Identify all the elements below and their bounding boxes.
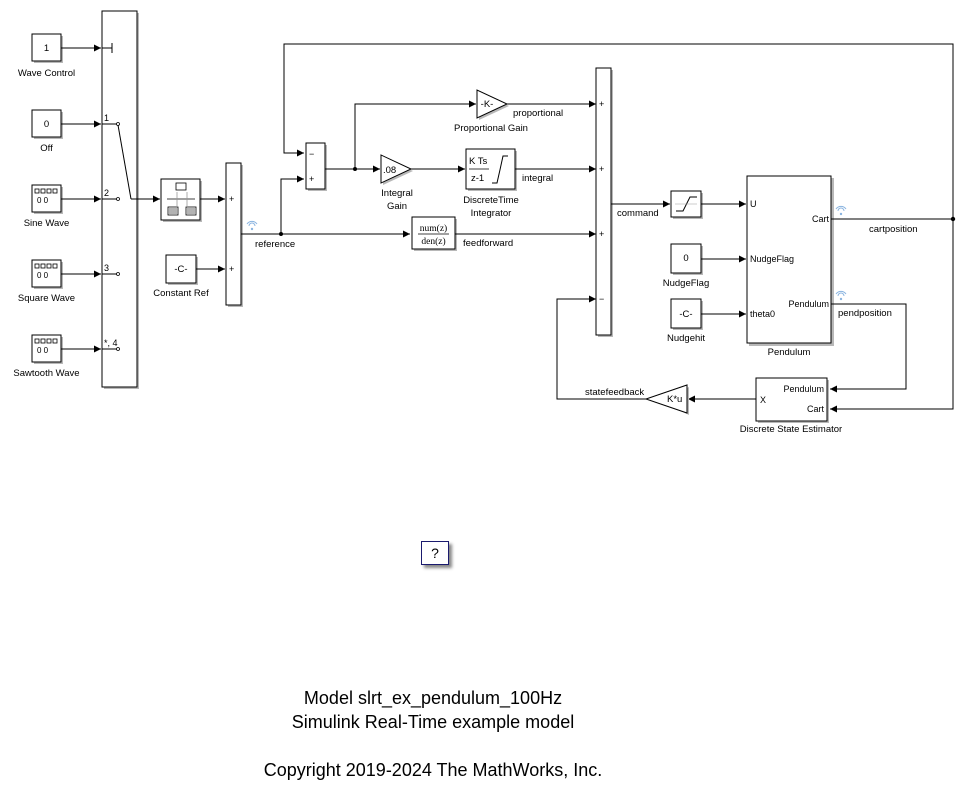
waveform-generator-icon: 0 0 <box>34 338 58 355</box>
model-name-annotation: Model slrt_ex_pendulum_100Hz <box>303 688 563 708</box>
sum-command-sign-2: + <box>599 164 604 174</box>
sum-error-sign-2: + <box>309 174 314 184</box>
integrator-label-2: Integrator <box>471 208 512 219</box>
pendulum-input-theta0: theta0 <box>750 309 775 319</box>
transfer-fcn-block[interactable]: num(z) den(z) <box>411 216 457 251</box>
error-wire <box>325 100 476 173</box>
discrete-integrator-block[interactable]: K Ts z-1 DiscreteTime Integrator <box>463 148 519 219</box>
state-estimator-label: Discrete State Estimator <box>740 424 842 435</box>
wave-control-block[interactable]: 1 Wave Control <box>18 33 75 79</box>
switch-port-1: 1 <box>104 113 109 123</box>
pendulum-label: Pendulum <box>768 347 811 358</box>
cartposition-wire <box>830 216 956 413</box>
model-description-annotation: Simulink Real-Time example model <box>291 712 575 732</box>
proportional-gain-block[interactable]: -K- Proportional Gain <box>454 89 528 134</box>
waveform-generator-icon: 0 0 <box>34 263 58 280</box>
sum-ref-sign-1: + <box>229 194 234 204</box>
sine-wave-block[interactable]: 0 0 Sine Wave <box>24 184 70 229</box>
copyright-annotation: Copyright 2019-2024 The MathWorks, Inc. <box>263 760 603 780</box>
integral-symbol-icon <box>492 155 508 184</box>
sum-command-block[interactable]: + + + − <box>595 67 613 337</box>
rate-transition-icon <box>167 182 197 216</box>
pendposition-signal-label: pendposition <box>838 308 892 319</box>
switch-port-2: 2 <box>104 188 109 198</box>
wave-control-value: 1 <box>44 43 49 54</box>
pendposition-wire <box>830 303 907 393</box>
nudgehit-label: Nudgehit <box>667 333 705 344</box>
sum-command-sign-1: + <box>599 99 604 109</box>
sum-ref-sign-2: + <box>229 264 234 274</box>
integrator-label-1: DiscreteTime <box>463 195 519 206</box>
nudgehit-block[interactable]: -C- Nudgehit <box>667 298 705 344</box>
rate-transition-block[interactable] <box>160 178 202 222</box>
waveform-generator-icon: 0 0 <box>34 188 58 205</box>
nudge-flag-block[interactable]: 0 NudgeFlag <box>663 243 709 289</box>
command-signal-label: command <box>617 208 659 219</box>
svg-text:0 0: 0 0 <box>37 346 49 355</box>
reference-wire <box>241 175 410 238</box>
transfer-fcn-denominator: den(z) <box>421 236 445 247</box>
integrator-numerator: K Ts <box>469 156 488 167</box>
svg-text:0 0: 0 0 <box>37 196 49 205</box>
feedforward-signal-label: feedforward <box>463 238 513 249</box>
pendulum-input-u: U <box>750 199 757 209</box>
statefeedback-wire <box>556 295 646 400</box>
integral-signal-label: integral <box>522 173 553 184</box>
estimator-input-cart: Cart <box>807 404 825 414</box>
proportional-gain-label: Proportional Gain <box>454 123 528 134</box>
wave-control-label: Wave Control <box>18 68 75 79</box>
reference-signal-label: reference <box>255 239 295 250</box>
state-gain-value: K*u <box>667 394 682 405</box>
statefeedback-signal-label: statefeedback <box>585 387 644 398</box>
cart-feedback-wire <box>283 43 954 219</box>
constant-ref-label: Constant Ref <box>153 288 209 299</box>
help-button[interactable]: ? <box>421 541 449 565</box>
nudge-flag-value: 0 <box>683 253 688 264</box>
transfer-fcn-numerator: num(z) <box>420 223 447 234</box>
integral-gain-block[interactable]: .08 Integral Gain <box>380 154 413 212</box>
pendulum-input-nudgeflag: NudgeFlag <box>750 254 794 264</box>
estimator-output-x: X <box>760 395 766 405</box>
svg-text:0 0: 0 0 <box>37 271 49 280</box>
proportional-gain-value: -K- <box>481 99 494 110</box>
switch-port-4: *, 4 <box>104 338 118 348</box>
signal-log-icon <box>246 220 258 231</box>
signal-log-icon <box>835 205 847 216</box>
pendulum-output-cart: Cart <box>812 214 830 224</box>
nudge-flag-label: NudgeFlag <box>663 278 709 289</box>
sum-ref-block[interactable]: + + <box>225 162 243 307</box>
switch-port-3: 3 <box>104 263 109 273</box>
signal-log-icon <box>835 290 847 301</box>
pendulum-block[interactable]: U NudgeFlag theta0 Cart Pendulum Pendulu… <box>746 175 834 358</box>
constant-ref-value: -C- <box>174 264 187 275</box>
sawtooth-wave-block[interactable]: 0 0 Sawtooth Wave <box>13 334 80 379</box>
nudgehit-value: -C- <box>679 309 692 320</box>
integral-gain-value: .08 <box>383 165 396 176</box>
state-estimator-block[interactable]: X Pendulum Cart Discrete State Estimator <box>740 377 842 435</box>
sum-command-sign-4: − <box>599 294 604 304</box>
integrator-denominator: z-1 <box>471 173 484 184</box>
sum-error-sign-1: − <box>309 149 314 159</box>
integral-gain-label-1: Integral <box>381 188 413 199</box>
pendulum-output-pendulum: Pendulum <box>788 299 829 309</box>
sum-command-sign-3: + <box>599 229 604 239</box>
state-gain-block[interactable]: K*u <box>644 384 689 415</box>
square-wave-block[interactable]: 0 0 Square Wave <box>18 259 75 304</box>
square-wave-label: Square Wave <box>18 293 75 304</box>
estimator-input-pendulum: Pendulum <box>783 384 824 394</box>
sum-error-block[interactable]: − + <box>305 142 327 191</box>
sawtooth-wave-label: Sawtooth Wave <box>13 368 79 379</box>
proportional-signal-label: proportional <box>513 108 563 119</box>
source-wires <box>61 44 101 353</box>
off-block[interactable]: 0 Off <box>31 109 63 154</box>
integral-gain-label-2: Gain <box>387 201 407 212</box>
off-label: Off <box>40 143 53 154</box>
off-value: 0 <box>44 119 49 130</box>
sine-wave-label: Sine Wave <box>24 218 70 229</box>
saturation-block[interactable] <box>670 190 703 219</box>
cartposition-signal-label: cartposition <box>869 224 918 235</box>
multiport-switch-block[interactable]: 1 2 3 *, 4 <box>101 10 139 389</box>
constant-ref-block[interactable]: -C- Constant Ref <box>153 254 209 299</box>
